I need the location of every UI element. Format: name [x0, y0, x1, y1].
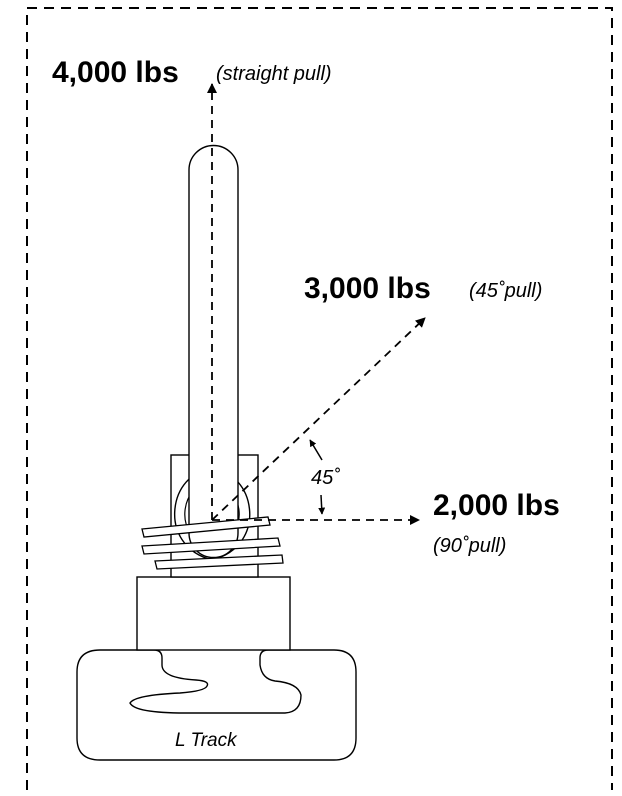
- angle-label: 45˚: [311, 467, 340, 489]
- angled-pull-line: [211, 317, 426, 521]
- force-lines: [207, 83, 426, 525]
- dashed-border: [26, 7, 613, 790]
- side-pull-note: (90˚pull): [433, 535, 506, 557]
- l-track-base: [76, 649, 357, 761]
- strap-loop: [188, 144, 239, 559]
- angled-pull-note: (45˚pull): [469, 280, 542, 302]
- angled-pull-value: 3,000 lbs: [304, 272, 431, 305]
- track-label: L Track: [175, 730, 238, 751]
- side-pull-value: 2,000 lbs: [433, 489, 560, 522]
- angle-indicator: [309, 439, 326, 515]
- coil-spring: [141, 516, 284, 570]
- straight-pull-note: (straight pull): [216, 63, 332, 85]
- straight-pull-value: 4,000 lbs: [52, 56, 179, 89]
- fitting-stem: [136, 576, 291, 651]
